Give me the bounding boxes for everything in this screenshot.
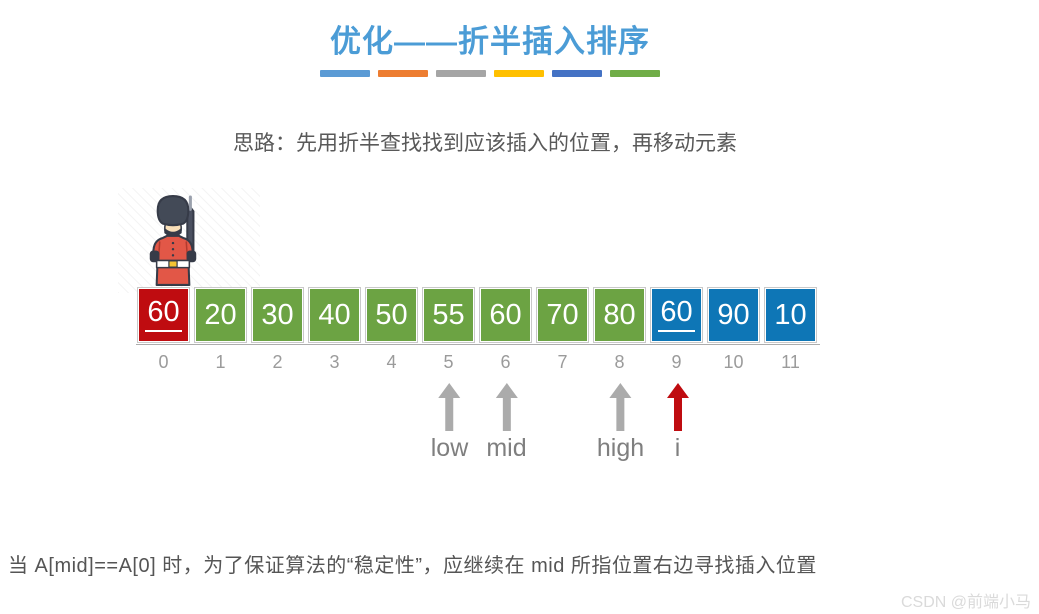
index-label: 9 [671,352,682,372]
pointer-label: low [430,434,469,462]
decor-bar [552,70,602,77]
array-cell-3: 40 [308,287,361,343]
up-arrow-icon [609,383,632,431]
decor-bar [610,70,660,77]
royal-guard-soldier-icon [149,195,197,286]
index-label: 7 [557,352,568,372]
cell-fill: 10 [766,289,815,341]
page-title: 优化——折半插入排序 [330,24,650,59]
cell-fill: 60 [652,289,701,341]
cell-fill: 50 [367,289,416,341]
cell-value: 80 [603,298,636,331]
array-cell-6: 60 [479,287,532,343]
up-arrow-icon [495,383,518,431]
up-arrow-icon [438,383,461,431]
pointer-i: i [666,383,690,461]
index-label: 6 [500,352,511,372]
cell-fill: 60 [481,289,530,341]
cell-value: 70 [546,298,579,331]
array-cell-2: 30 [251,287,304,343]
index-label: 10 [723,352,744,372]
array-cell-4: 50 [365,287,418,343]
cell-fill: 55 [424,289,473,341]
cell-value: 50 [375,298,408,331]
index-label: 2 [272,352,283,372]
array-row: 60 20 30 40 50 55 60 70 80 60 90 10 [137,287,817,343]
cell-value: 40 [318,298,351,331]
index-row: 0 1 2 3 4 5 6 7 8 9 10 11 [137,352,817,373]
index-label: 0 [158,352,169,372]
cell-value: 60 [145,298,182,332]
title-decor-bars [0,70,980,77]
index-label: 8 [614,352,625,372]
pointer-mid: mid [486,383,527,462]
decor-bar [320,70,370,77]
index-label: 3 [329,352,340,372]
array-cell-9: 60 [650,287,703,343]
pointer-label: mid [486,434,527,462]
array-cell-10: 90 [707,287,760,343]
pointer-label: i [674,434,681,462]
array-cell-11: 10 [764,287,817,343]
cell-value: 20 [204,298,237,331]
pointer-high: high [597,383,644,461]
cell-fill: 70 [538,289,587,341]
cell-value: 60 [489,298,522,331]
array-cell-1: 20 [194,287,247,343]
pointer-label: high [596,434,645,462]
cell-value: 10 [774,298,807,331]
note-text: 当 A[mid]==A[0] 时，为了保证算法的“稳定性”，应继续在 mid 所… [8,555,817,577]
index-label: 1 [215,352,226,372]
cell-fill: 80 [595,289,644,341]
cell-fill: 30 [253,289,302,341]
index-label: 5 [443,352,454,372]
up-arrow-icon [666,383,689,431]
array-cell-7: 70 [536,287,589,343]
cell-fill: 40 [310,289,359,341]
index-label: 4 [386,352,397,372]
cell-value: 55 [432,298,465,331]
cell-fill: 20 [196,289,245,341]
pointer-low: low [430,383,469,462]
cell-fill: 60 [139,289,188,341]
decor-bar [378,70,428,77]
cell-value: 60 [658,298,695,332]
array-cell-5: 55 [422,287,475,343]
csdn-watermark: CSDN @前端小马 [900,594,1031,611]
subtitle-text: 思路：先用折半查找找到应该插入的位置，再移动元素 [233,132,737,155]
cell-value: 30 [261,298,294,331]
index-label: 11 [781,352,800,372]
cell-value: 90 [717,298,750,331]
array-cell-0: 60 [137,287,190,343]
decor-bar [436,70,486,77]
decor-bar [494,70,544,77]
array-baseline [136,344,820,345]
cell-fill: 90 [709,289,758,341]
array-cell-8: 80 [593,287,646,343]
